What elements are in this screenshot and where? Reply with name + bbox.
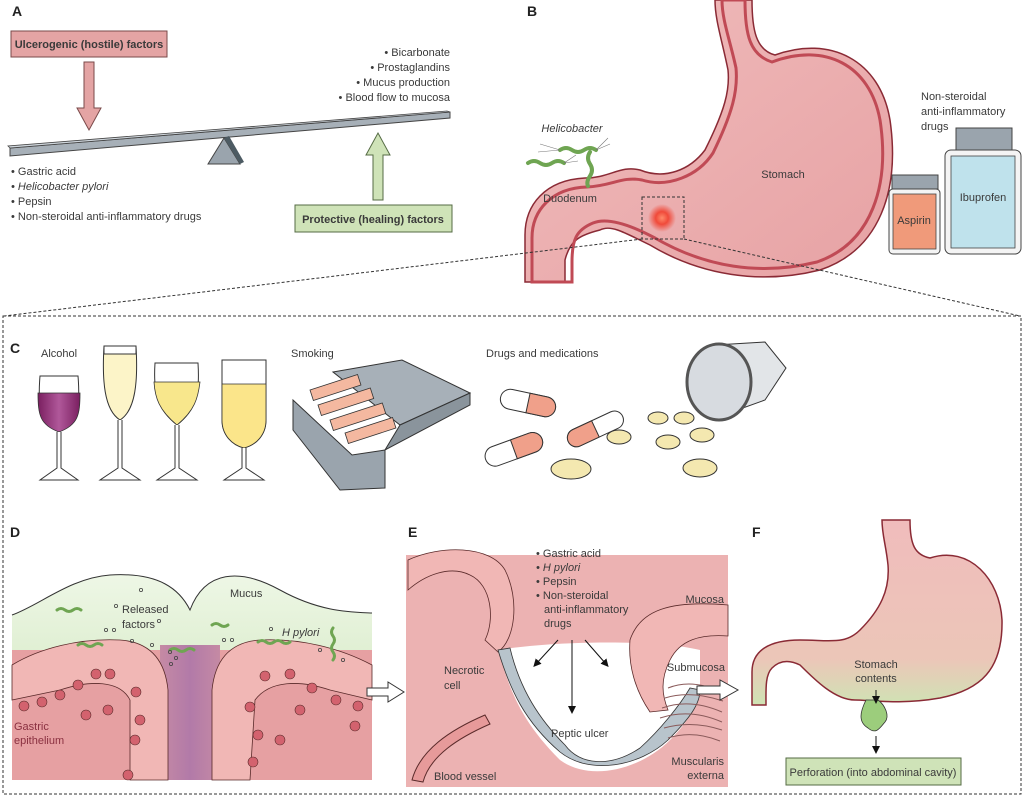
seesaw xyxy=(7,110,451,165)
nsaid-title: anti-inflammatory xyxy=(921,106,1006,118)
ulcer-zoom-box xyxy=(641,196,685,240)
hostile-factor-list: • Gastric acid • Helicobacter pylori • P… xyxy=(11,166,202,223)
hostile-factors-label: Ulcerogenic (hostile) factors xyxy=(15,39,164,51)
epithelial-cells xyxy=(11,639,373,781)
protective-factor: • Bicarbonate xyxy=(384,47,450,59)
panel-e: E • Gastric acid • H pylori • Pepsin • N… xyxy=(406,524,740,787)
stomach-illustration: Stomach Duodenum xyxy=(524,0,894,284)
e-factor: • Pepsin xyxy=(536,576,577,588)
peptic-ulcer-label: Peptic ulcer xyxy=(551,728,609,740)
e-factor: anti-inflammatory xyxy=(544,604,629,616)
factor-arrows xyxy=(533,639,609,714)
submucosa-label: Submucosa xyxy=(667,662,726,674)
ibuprofen-bottle-icon: Ibuprofen xyxy=(944,127,1022,255)
released-factors-label: factors xyxy=(122,619,156,631)
panel-a: A Ulcerogenic (hostile) factors Protecti… xyxy=(7,3,453,233)
gastric-epithelium-label: epithelium xyxy=(14,735,64,747)
panel-f-letter: F xyxy=(752,524,761,540)
gastric-epithelium-label: Gastric xyxy=(14,721,49,733)
hostile-factor: • Non-steroidal anti-inflammatory drugs xyxy=(11,211,202,223)
e-factor-list: • Gastric acid • H pylori • Pepsin • Non… xyxy=(536,548,629,630)
e-factor: drugs xyxy=(544,618,572,630)
panel-a-letter: A xyxy=(12,3,22,19)
cell-nuclei xyxy=(18,668,364,781)
hostile-factors-box: Ulcerogenic (hostile) factors xyxy=(10,30,168,58)
flow-arrow-d-to-e xyxy=(366,681,405,703)
duodenum-label: Duodenum xyxy=(543,193,597,205)
flow-arrow-e-to-f xyxy=(696,679,740,701)
blood-vessel-icon xyxy=(411,714,491,783)
mucosa-cells xyxy=(407,549,729,713)
helicobacter-label: Helicobacter xyxy=(541,123,603,135)
nsaid-title: drugs xyxy=(921,121,949,133)
muscularis-externa-label: Muscularis xyxy=(671,756,724,768)
panel-b-letter: B xyxy=(527,3,537,19)
hostile-factor: • Pepsin xyxy=(11,196,52,208)
helicobacter-bacteria: Helicobacter xyxy=(526,123,611,188)
ulcer-spot-icon xyxy=(648,204,676,232)
mucosa-label: Mucosa xyxy=(685,594,724,606)
blood-vessel-label: Blood vessel xyxy=(434,771,496,783)
protective-factor: • Blood flow to mucosa xyxy=(339,92,451,104)
stomach-contents-label: Stomach xyxy=(854,659,897,671)
aspirin-bottle-icon: Aspirin xyxy=(888,174,941,255)
perforation-leak-icon xyxy=(860,699,888,732)
cigarette-pack-icon xyxy=(292,359,472,491)
panel-e-letter: E xyxy=(408,524,417,540)
ibuprofen-label: Ibuprofen xyxy=(960,192,1006,204)
panel-b: B Stomach Duodenum Helicobacter Non-ster… xyxy=(3,0,1022,317)
e-factor: • Non-steroidal xyxy=(536,590,608,602)
white-wine-glass-icon xyxy=(153,362,201,481)
protective-factors-label: Protective (healing) factors xyxy=(302,214,444,226)
stomach-label: Stomach xyxy=(761,169,804,181)
protective-factors-box: Protective (healing) factors xyxy=(294,204,453,233)
zoom-guide-right xyxy=(683,238,1021,317)
panel-d-letter: D xyxy=(10,524,20,540)
pills-icon xyxy=(484,388,718,480)
panel-c-letter: C xyxy=(10,340,20,356)
h-pylori-label: H pylori xyxy=(282,627,320,639)
released-factor-dots xyxy=(104,588,345,667)
zoom-frame xyxy=(2,315,1022,795)
nsaid-bottles: Non-steroidal anti-inflammatory drugs As… xyxy=(888,91,1022,255)
drugs-label: Drugs and medications xyxy=(486,348,599,360)
muscularis-externa-label: externa xyxy=(687,770,725,782)
zoom-guide-left xyxy=(3,238,643,317)
hostile-factor: • Gastric acid xyxy=(11,166,76,178)
panel-c: C Alcohol Smoking xyxy=(10,340,787,491)
panel-f: F Stomach contents Perforation (into abd… xyxy=(751,519,1003,786)
champagne-flute-icon xyxy=(98,345,142,481)
protective-up-arrow xyxy=(365,131,391,201)
perforated-stomach-illustration: Stomach contents xyxy=(751,519,1003,754)
aspirin-label: Aspirin xyxy=(897,215,931,227)
pill-bottle-icon xyxy=(685,341,787,422)
necrotic-cell-label: cell xyxy=(444,680,461,692)
panel-d: D xyxy=(10,524,405,781)
necrotic-cell-label: Necrotic xyxy=(444,665,485,677)
perforation-label: Perforation (into abdominal cavity) xyxy=(790,767,957,779)
protective-factor: • Mucus production xyxy=(356,77,450,89)
hostile-factor: • Helicobacter pylori xyxy=(11,181,109,193)
nsaid-title: Non-steroidal xyxy=(921,91,986,103)
smoking-label: Smoking xyxy=(291,348,334,360)
stomach-contents-label: contents xyxy=(855,673,897,685)
e-factor: • Gastric acid xyxy=(536,548,601,560)
released-factors-label: Released xyxy=(122,604,168,616)
beer-glass-icon xyxy=(221,359,267,481)
gastric-pit xyxy=(160,645,220,780)
protective-factor: • Prostaglandins xyxy=(370,62,450,74)
perforation-box: Perforation (into abdominal cavity) xyxy=(785,757,962,786)
red-wine-glass-icon xyxy=(37,375,81,481)
protective-factor-list: • Bicarbonate • Prostaglandins • Mucus p… xyxy=(339,47,451,104)
mucus-label: Mucus xyxy=(230,588,263,600)
e-factor: • H pylori xyxy=(536,562,581,574)
h-pylori-bacteria-icon xyxy=(55,607,336,662)
alcohol-label: Alcohol xyxy=(41,348,77,360)
hostile-down-arrow xyxy=(76,61,102,132)
